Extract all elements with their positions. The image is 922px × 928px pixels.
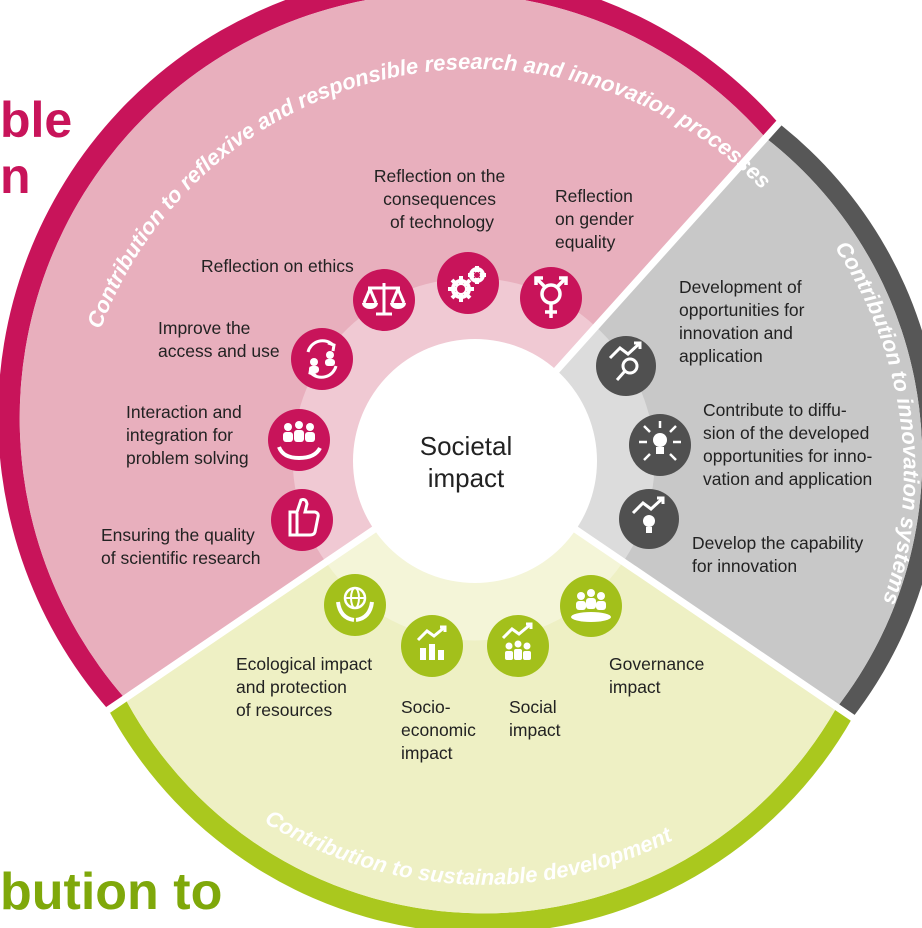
sustainable-sector — [125, 461, 837, 914]
item-label-access: Improve the access and use — [158, 318, 280, 361]
item-label-ecological: Ecological impact and protection of reso… — [236, 654, 377, 720]
lightbulb-arrows-icon — [629, 414, 691, 476]
partial-heading-line: ble — [0, 92, 73, 148]
reflexive-outer-ring — [0, 0, 779, 710]
item-label-quality: Ensuring the quality of scientific resea… — [101, 525, 261, 568]
trend-lightbulb-icon — [619, 489, 679, 549]
sustainable-outer-ring — [108, 698, 853, 928]
scales-icon — [353, 269, 415, 331]
people-table-icon — [560, 575, 622, 637]
innovation-sector — [475, 137, 922, 709]
item-label-social: Social impact — [509, 697, 562, 740]
item-label-opportunities: Development of opportunities for innovat… — [679, 277, 809, 366]
item-label-gender: Reflection on gender equality — [555, 186, 639, 252]
partial-heading-top: ble n — [0, 92, 72, 204]
gender-symbol-icon — [520, 267, 582, 329]
globe-hands-icon — [324, 574, 386, 636]
trend-people-icon — [487, 615, 549, 677]
people-hand-icon — [268, 409, 330, 471]
center-circle — [353, 339, 597, 583]
exchange-arrows-icon — [291, 328, 353, 390]
gears-icon — [437, 252, 499, 314]
center-label-line-1: Societal — [420, 431, 513, 461]
item-label-socioeconomic: Socio- economic impact — [401, 697, 481, 763]
item-label-consequences: Reflection on the consequences of techno… — [374, 166, 510, 232]
trend-magnifier-icon — [596, 336, 656, 396]
item-label-interaction: Interaction and integration for problem … — [126, 402, 249, 468]
item-label-governance: Governance impact — [609, 654, 709, 697]
item-label-capability: Develop the capability for innovation — [692, 533, 868, 576]
item-label-ethics: Reflection on ethics — [201, 256, 354, 276]
partial-heading-bottom: bution to — [0, 863, 223, 921]
trend-bar-chart-icon — [401, 615, 463, 677]
thumbs-up-icon — [271, 489, 333, 551]
item-label-diffusion: Contribute to diffu- sion of the develop… — [703, 400, 877, 489]
innovation-outer-ring — [765, 122, 922, 718]
center-label-line-2: impact — [428, 463, 505, 493]
partial-heading-line: n — [0, 148, 31, 204]
